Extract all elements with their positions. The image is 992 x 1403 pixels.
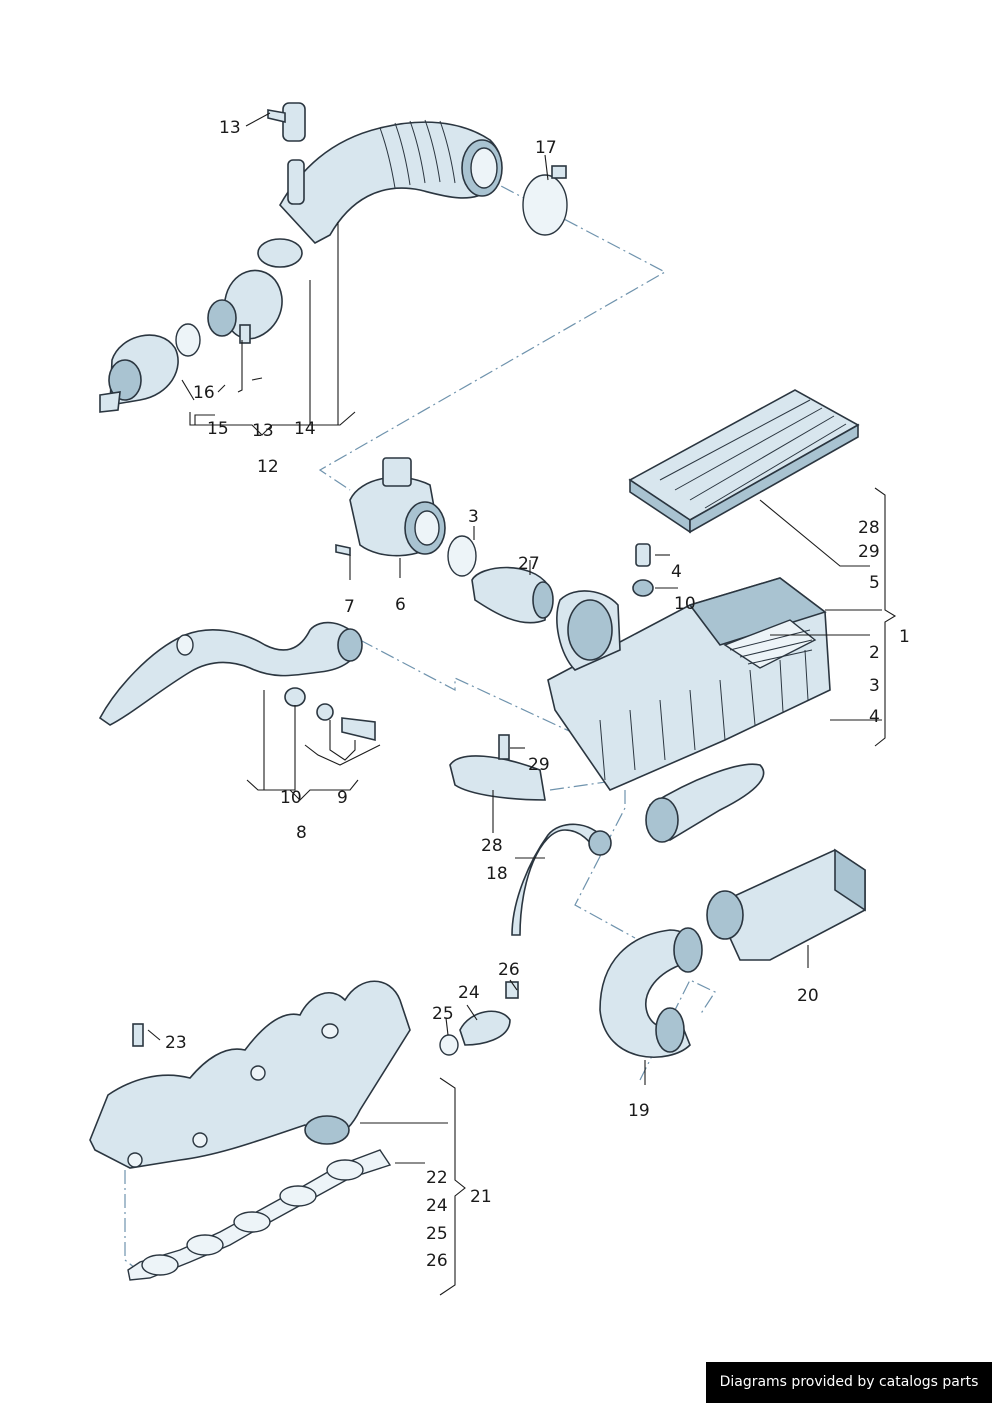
- label-14: 14: [294, 419, 316, 439]
- label-9: 9: [337, 788, 348, 808]
- label-13-bottom: 13: [252, 421, 274, 441]
- label-25-top: 25: [432, 1004, 454, 1024]
- label-19: 19: [628, 1101, 650, 1121]
- label-18: 18: [486, 864, 508, 884]
- label-21: 21: [470, 1187, 492, 1207]
- clamp-17: [522, 165, 568, 236]
- label-13-top: 13: [219, 118, 241, 138]
- label-26-top: 26: [498, 960, 520, 980]
- intake-manifold-21: [89, 980, 411, 1169]
- label-25-bottom: 25: [426, 1224, 448, 1244]
- label-28-bracket: 28: [481, 836, 503, 856]
- label-26-bottom: 26: [426, 1251, 448, 1271]
- credit-banner: Diagrams provided by catalogs parts: [706, 1362, 992, 1403]
- sensor-13-upper: [267, 102, 306, 205]
- label-3-right: 3: [869, 676, 880, 696]
- label-1: 1: [899, 627, 910, 647]
- label-24-top: 24: [458, 983, 480, 1003]
- label-28-right: 28: [858, 518, 880, 538]
- bracket-28: [449, 734, 546, 801]
- label-24-bottom: 24: [426, 1196, 448, 1216]
- label-3-ring: 3: [468, 507, 479, 527]
- label-8: 8: [296, 823, 307, 843]
- label-4-right: 4: [869, 707, 880, 727]
- label-12: 12: [257, 457, 279, 477]
- label-22: 22: [426, 1168, 448, 1188]
- leader-lines: [147, 112, 897, 1296]
- callout-labels: 13 17 16 15 13 14 12 3 27 7 6 4 10 28 29…: [165, 118, 910, 1271]
- label-7: 7: [344, 597, 355, 617]
- label-5: 5: [869, 573, 880, 593]
- manifold-gasket-22: [127, 1149, 392, 1281]
- label-6: 6: [395, 595, 406, 615]
- label-29-right: 29: [858, 542, 880, 562]
- fitting-24-25-26: [439, 981, 519, 1056]
- mass-air-meter: [335, 457, 654, 624]
- label-27: 27: [518, 554, 540, 574]
- label-2: 2: [869, 643, 880, 663]
- label-23: 23: [165, 1033, 187, 1053]
- intake-hose-upper: [279, 119, 503, 244]
- label-20: 20: [797, 986, 819, 1006]
- label-17: 17: [535, 138, 557, 158]
- filter-cover: [628, 389, 860, 534]
- label-10-duct: 10: [280, 788, 302, 808]
- duct-20: [706, 848, 866, 961]
- label-10-washer: 10: [674, 594, 696, 614]
- pipe-19: [599, 763, 765, 1059]
- intake-duct-8: [98, 621, 376, 742]
- filter-housing: [547, 577, 831, 791]
- hose-18: [511, 823, 612, 936]
- throttle-parts-left: [99, 238, 303, 413]
- label-29-bracket: 29: [528, 755, 550, 775]
- label-4-bolt: 4: [671, 562, 682, 582]
- label-15: 15: [207, 419, 229, 439]
- label-16: 16: [193, 383, 215, 403]
